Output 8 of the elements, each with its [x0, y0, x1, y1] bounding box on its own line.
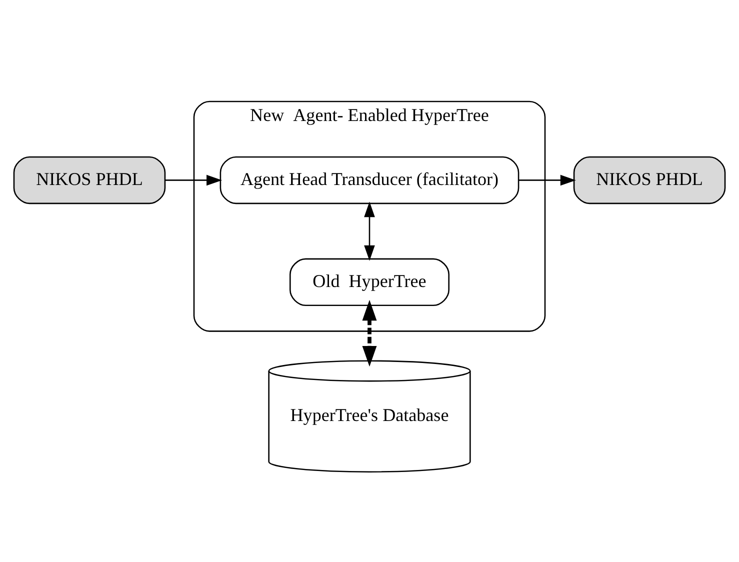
node-box: NIKOS PHDL: [13, 156, 166, 204]
node-box: Old HyperTree: [290, 258, 450, 306]
node-box: Agent Head Transducer (facilitator): [220, 156, 520, 204]
arrow: [364, 201, 375, 260]
arrow: [166, 174, 222, 186]
arrow: [362, 299, 377, 366]
arrow: [518, 174, 576, 186]
node-box: NIKOS PHDL: [573, 156, 726, 204]
